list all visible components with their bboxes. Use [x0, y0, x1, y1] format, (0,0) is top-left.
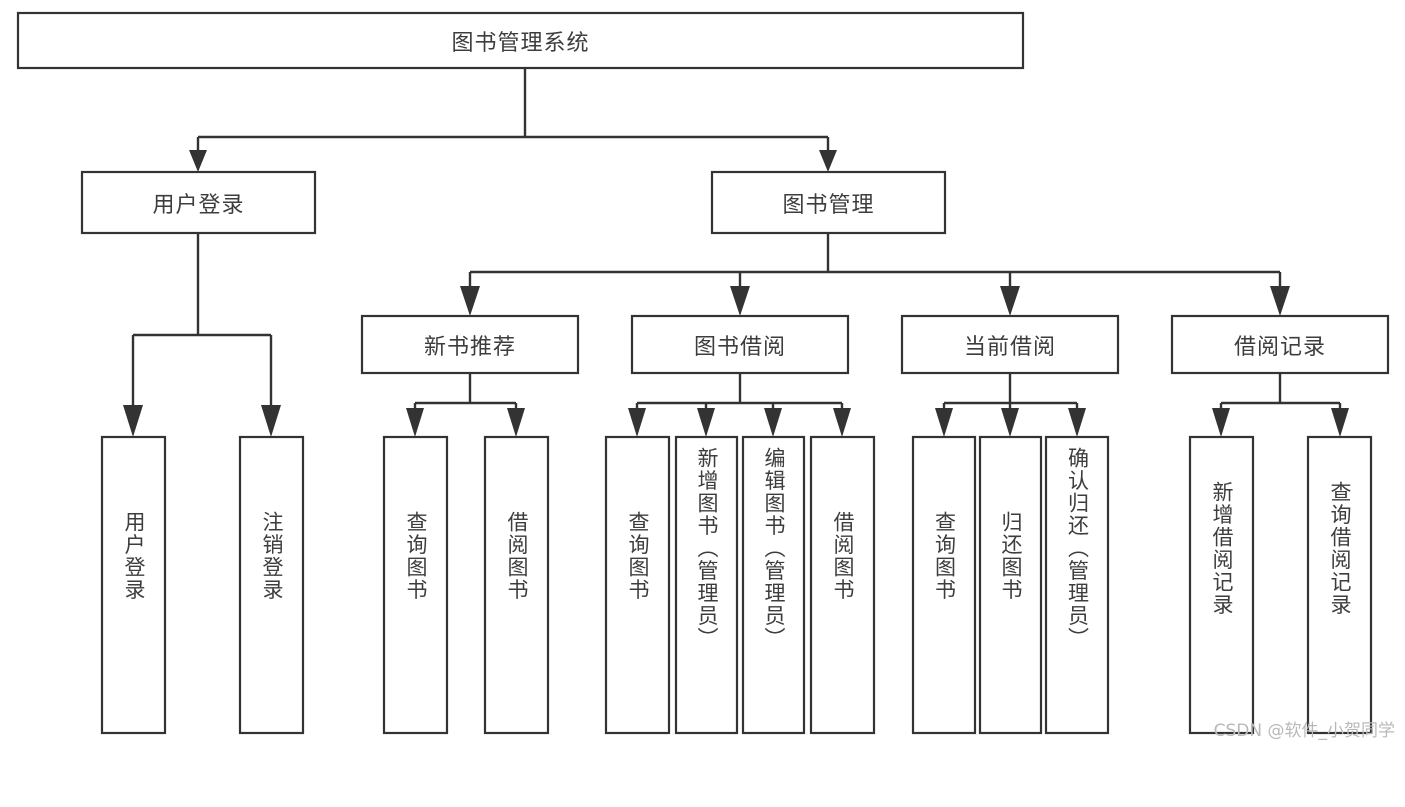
- arrowhead-leaf-query-book-2: [628, 408, 646, 437]
- node-box-leaf-user-login[interactable]: [100, 435, 167, 735]
- arrowhead-current-borrow: [1000, 286, 1020, 316]
- node-box-new-book-rec[interactable]: [360, 314, 580, 375]
- arrowhead-new-book-rec: [460, 286, 480, 316]
- node-box-leaf-add-record[interactable]: [1188, 435, 1255, 735]
- arrowhead-leaf-query-book-3: [935, 408, 953, 437]
- node-box-leaf-query-book-2[interactable]: [604, 435, 671, 735]
- node-box-borrow-record[interactable]: [1170, 314, 1390, 375]
- arrowhead-leaf-return-book: [1001, 408, 1019, 437]
- arrowhead-leaf-user-login: [123, 405, 143, 437]
- node-box-leaf-query-record[interactable]: [1306, 435, 1373, 735]
- arrowhead-book-borrow: [730, 286, 750, 316]
- node-box-leaf-query-book-1[interactable]: [382, 435, 449, 735]
- node-box-leaf-confirm-return[interactable]: [1044, 435, 1110, 735]
- node-box-leaf-user-logout[interactable]: [238, 435, 305, 735]
- arrowhead-borrow-record: [1270, 286, 1290, 316]
- connector-layer: [123, 68, 1349, 437]
- arrowhead-leaf-confirm-return: [1068, 408, 1086, 437]
- node-box-leaf-add-book[interactable]: [674, 435, 739, 735]
- arrowhead-leaf-query-record: [1331, 408, 1349, 437]
- node-box-layer: [16, 11, 1390, 735]
- arrowhead-leaf-borrow-book-2: [833, 408, 851, 437]
- arrowhead-leaf-edit-book: [764, 408, 782, 437]
- arrowhead-leaf-borrow-book-1: [507, 408, 525, 437]
- node-box-leaf-borrow-book-2[interactable]: [809, 435, 876, 735]
- node-box-user-login[interactable]: [80, 170, 317, 235]
- arrowhead-leaf-query-book-1: [406, 408, 424, 437]
- arrowhead-leaf-add-record: [1212, 408, 1230, 437]
- arrowhead-userlogin: [189, 150, 207, 172]
- node-box-root[interactable]: [16, 11, 1025, 70]
- node-box-current-borrow[interactable]: [900, 314, 1120, 375]
- node-box-leaf-return-book[interactable]: [978, 435, 1043, 735]
- node-box-leaf-edit-book[interactable]: [741, 435, 806, 735]
- node-box-leaf-borrow-book-1[interactable]: [483, 435, 550, 735]
- node-box-book-manage[interactable]: [710, 170, 947, 235]
- arrowhead-leaf-user-logout: [261, 405, 281, 437]
- node-box-leaf-query-book-3[interactable]: [911, 435, 977, 735]
- arrowhead-leaf-add-book: [697, 408, 715, 437]
- arrowhead-bookmanage: [819, 150, 837, 172]
- diagram-graphics: [16, 11, 1390, 735]
- node-box-book-borrow[interactable]: [630, 314, 850, 375]
- diagram-canvas: 图书管理系统 用户登录 图书管理 新书推荐 图书借阅 当前借阅 借阅记录 用户登…: [16, 11, 1395, 741]
